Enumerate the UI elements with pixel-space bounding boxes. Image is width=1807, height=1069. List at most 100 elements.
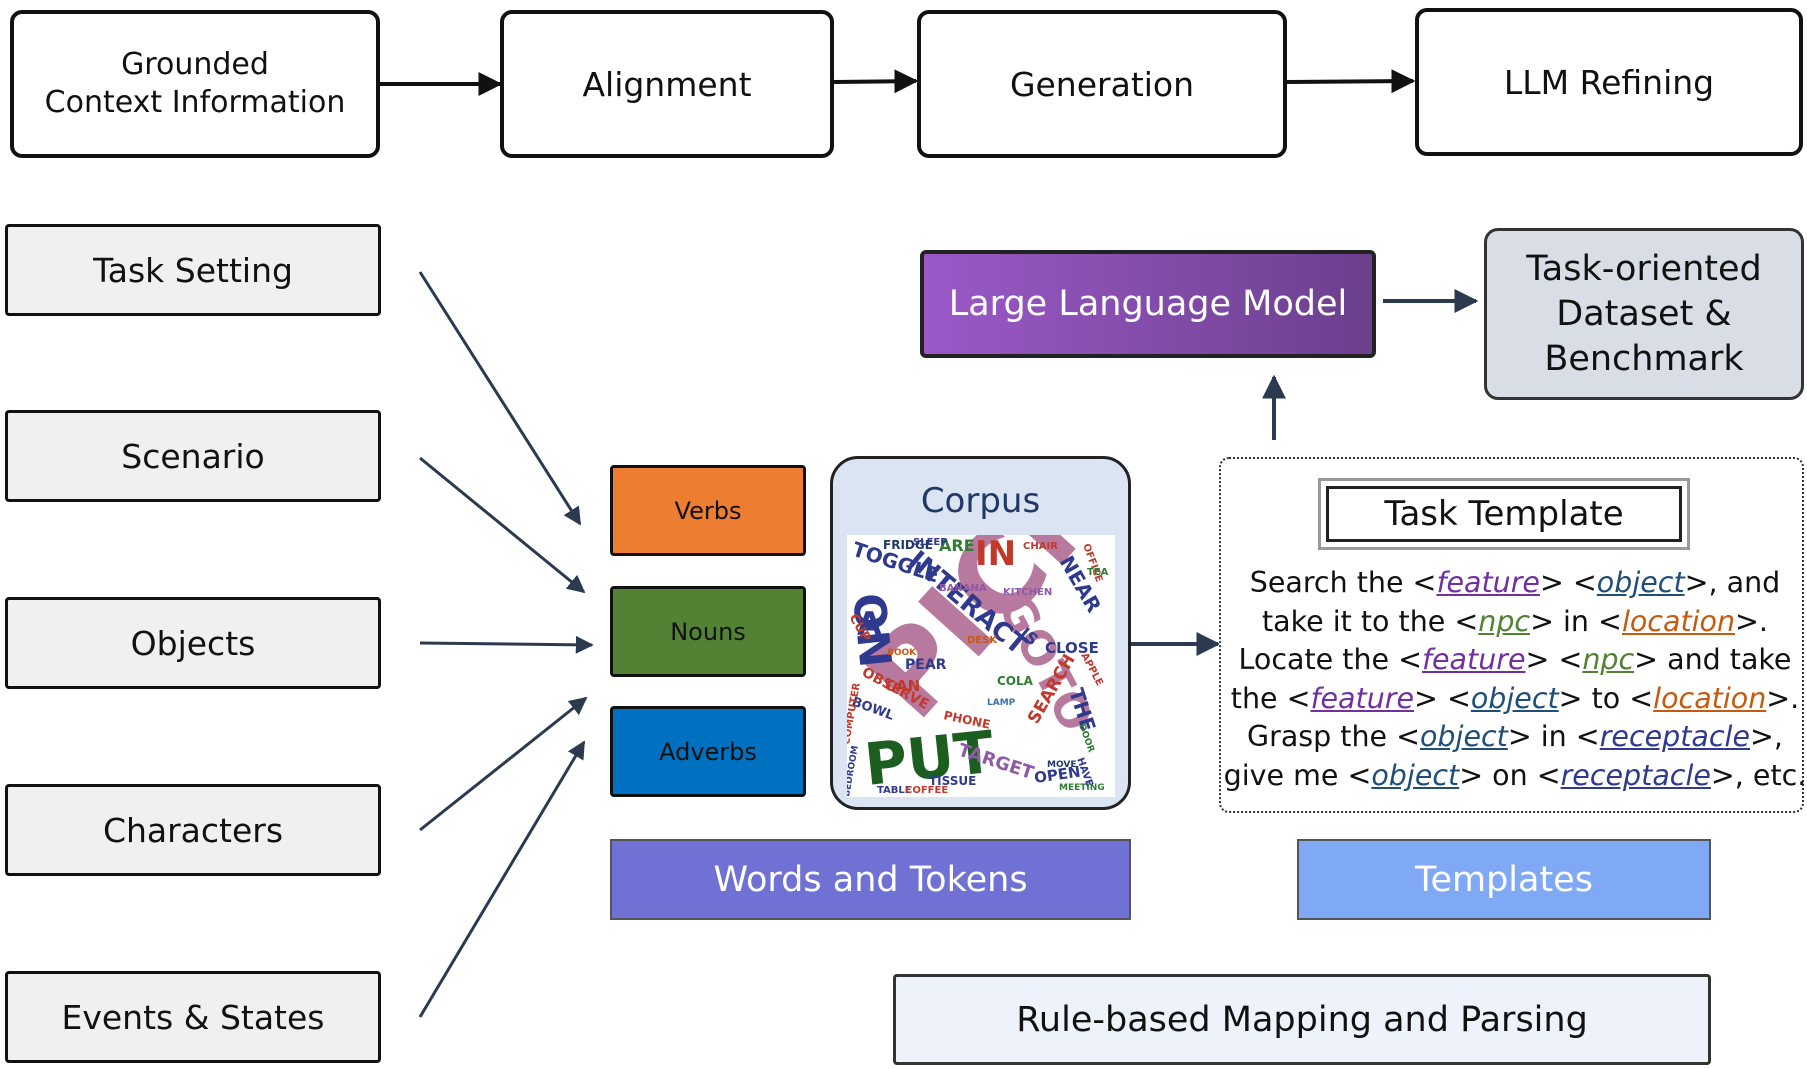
rule-based-band: Rule-based Mapping and Parsing bbox=[893, 974, 1711, 1065]
source-objects: Objects bbox=[5, 597, 381, 689]
template-placeholder: object bbox=[1371, 758, 1460, 792]
cloud-word: SLEEP bbox=[913, 537, 948, 548]
grounded-line-2: Context Information bbox=[44, 85, 346, 120]
template-line: the <feature> <object> to <location>. bbox=[1222, 680, 1807, 719]
cloud-word: TISSUE bbox=[929, 774, 976, 788]
source-label: Characters bbox=[102, 810, 284, 850]
source-label: Events & States bbox=[61, 997, 325, 1037]
template-placeholder: npc bbox=[1478, 604, 1531, 638]
templates-label: Templates bbox=[1415, 859, 1593, 900]
cloud-word: BANANA bbox=[939, 583, 987, 594]
template-line: Grasp the <object> in <receptacle>, bbox=[1222, 718, 1807, 757]
arrow-objects bbox=[419, 635, 594, 654]
template-text: >. bbox=[1735, 604, 1768, 638]
cloud-word: BEDROOM bbox=[847, 745, 861, 797]
cloud-word: TEA bbox=[1087, 567, 1109, 578]
template-line: give me <object> on <receptacle>, etc. bbox=[1222, 757, 1807, 796]
template-text: > on < bbox=[1459, 758, 1561, 792]
template-text: Locate the < bbox=[1238, 643, 1422, 676]
cloud-word: CAN bbox=[885, 677, 920, 695]
cloud-word: CLOSE bbox=[1045, 639, 1099, 657]
cloud-word: ON bbox=[847, 591, 901, 670]
cloud-word: IN bbox=[975, 535, 1016, 574]
template-text: > and take bbox=[1634, 643, 1792, 676]
task-template-title-frame: Task Template bbox=[1318, 478, 1690, 550]
cloud-word: DESK bbox=[967, 635, 998, 646]
template-text: the < bbox=[1230, 681, 1311, 715]
source-events-states: Events & States bbox=[5, 971, 381, 1063]
benchmark-line-2: Dataset & bbox=[1556, 293, 1732, 334]
template-text: >, and bbox=[1684, 566, 1781, 599]
generation-label: Generation bbox=[1009, 64, 1195, 104]
cloud-word: A bbox=[857, 605, 882, 643]
rule-based-label: Rule-based Mapping and Parsing bbox=[1016, 999, 1588, 1040]
template-text: >, bbox=[1750, 720, 1783, 753]
llm-refining-box: LLM Refining bbox=[1415, 8, 1803, 156]
cloud-word: MOVE bbox=[1047, 760, 1076, 770]
arrow-scenario bbox=[419, 456, 586, 594]
template-text: > in < bbox=[1530, 604, 1622, 638]
templates-band: Templates bbox=[1297, 839, 1711, 920]
cloud-word: CHAIR bbox=[1023, 541, 1058, 552]
adverbs-label: Adverbs bbox=[659, 737, 757, 766]
template-text: take it to the < bbox=[1261, 604, 1479, 638]
template-placeholder: location bbox=[1653, 681, 1767, 715]
verbs-label: Verbs bbox=[674, 496, 742, 525]
source-task-setting: Task Setting bbox=[5, 224, 381, 316]
arrow-alignment-to-generation bbox=[833, 69, 919, 94]
cloud-word: FRIDGE bbox=[883, 538, 933, 552]
template-text: > < bbox=[1414, 681, 1471, 715]
alignment-box: Alignment bbox=[500, 10, 834, 158]
task-template-title: Task Template bbox=[1384, 494, 1624, 534]
nouns-box: Nouns bbox=[610, 586, 806, 677]
cloud-word: TABLE bbox=[877, 785, 912, 796]
arrow-generation-to-refining bbox=[1286, 69, 1416, 94]
words-tokens-label: Words and Tokens bbox=[713, 859, 1028, 900]
llm-refining-label: LLM Refining bbox=[1503, 62, 1715, 102]
cloud-word: LAMP bbox=[987, 698, 1016, 708]
cloud-word: KITCHEN bbox=[1003, 587, 1052, 598]
cloud-word: COLA bbox=[997, 674, 1034, 688]
template-placeholder: object bbox=[1470, 681, 1559, 715]
corpus-title: Corpus bbox=[920, 481, 1041, 521]
cloud-word: COMPUTER bbox=[847, 682, 863, 746]
cloud-word: ARE bbox=[939, 536, 975, 555]
source-scenario: Scenario bbox=[5, 410, 381, 502]
template-line: take it to the <npc> in <location>. bbox=[1222, 603, 1807, 642]
template-text: > in < bbox=[1507, 720, 1600, 753]
source-label: Task Setting bbox=[93, 250, 293, 290]
template-text: > to < bbox=[1558, 681, 1654, 715]
template-placeholder: object bbox=[1420, 720, 1508, 753]
alignment-label: Alignment bbox=[582, 64, 752, 104]
template-text: > < bbox=[1539, 566, 1597, 599]
template-line: Search the <feature> <object>, and bbox=[1222, 564, 1807, 603]
verbs-box: Verbs bbox=[610, 465, 806, 556]
cloud-word: COFFEE bbox=[905, 785, 948, 796]
benchmark-line-1: Task-oriented bbox=[1526, 248, 1762, 289]
benchmark-line-3: Benchmark bbox=[1544, 338, 1744, 379]
arrow-events bbox=[418, 740, 586, 1018]
template-text: Search the < bbox=[1249, 566, 1437, 599]
source-label: Scenario bbox=[121, 436, 265, 476]
benchmark-box: Task-oriented Dataset & Benchmark bbox=[1484, 228, 1804, 400]
nouns-label: Nouns bbox=[670, 617, 746, 646]
words-tokens-band: Words and Tokens bbox=[610, 839, 1131, 920]
arrow-task-setting bbox=[418, 271, 582, 526]
template-placeholder: location bbox=[1621, 604, 1736, 638]
source-label: Objects bbox=[130, 623, 256, 663]
template-placeholder: feature bbox=[1310, 681, 1415, 715]
template-placeholder: receptacle bbox=[1560, 758, 1711, 792]
template-text: >. bbox=[1766, 681, 1800, 715]
template-text: > < bbox=[1525, 643, 1583, 676]
template-placeholder: feature bbox=[1436, 566, 1540, 599]
template-text: >, etc. bbox=[1710, 758, 1807, 792]
generation-box: Generation bbox=[917, 10, 1287, 158]
template-line: Locate the <feature> <npc> and take bbox=[1222, 641, 1807, 680]
task-template-title-inner: Task Template bbox=[1326, 486, 1682, 542]
arrow-characters bbox=[419, 696, 588, 832]
